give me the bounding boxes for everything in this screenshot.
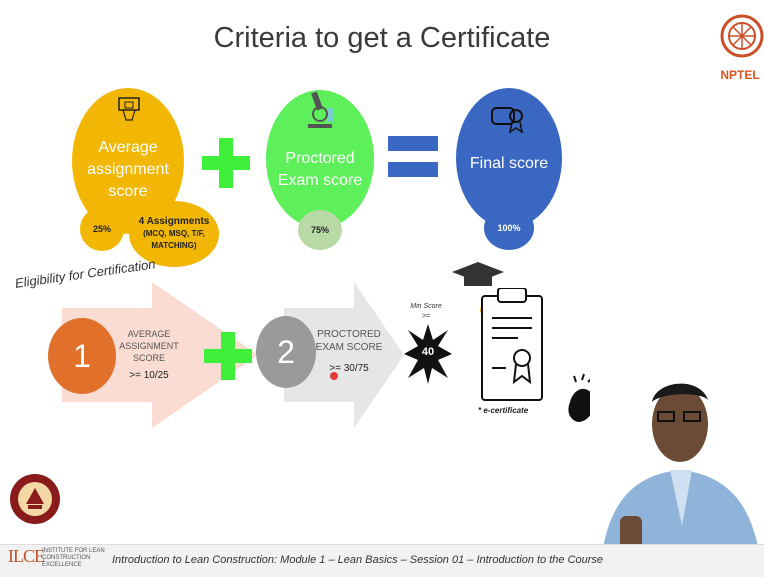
step2-text: PROCTORED EXAM SCORE >= 30/75 — [312, 328, 386, 375]
assignment-label-3: score — [108, 183, 148, 200]
pointer-dot — [330, 372, 338, 380]
step1-number-circle: 1 — [48, 318, 116, 394]
iit-madras-seal-icon — [10, 474, 60, 524]
min-score-text: Min Score — [410, 303, 442, 310]
step2-line2: EXAM SCORE — [315, 342, 383, 353]
exam-pct: 75% — [310, 225, 329, 235]
assignment-label-1: Average — [98, 139, 158, 156]
plus-icon — [204, 332, 252, 380]
step2-requirement: >= 30/75 — [329, 363, 369, 374]
min-score-value: 40 — [421, 346, 435, 358]
institute-name: INSTITUTE FOR LEAN CONSTRUCTION EXCELLEN… — [42, 548, 105, 568]
microscope-icon — [308, 91, 334, 128]
starburst-icon — [404, 324, 452, 384]
nptel-logo-text: NPTEL — [720, 68, 760, 82]
footer-course-title: Introduction to Lean Construction: Modul… — [112, 554, 604, 566]
step1-line2: ASSIGNMENT — [119, 341, 179, 351]
assignment-detail-1: 4 Assignments — [138, 216, 210, 227]
assignment-detail-bubble: 4 Assignments (MCQ, MSQ, T/F, MATCHING) — [129, 201, 219, 267]
nptel-logo-icon — [720, 14, 764, 58]
exam-circle: Proctored Exam score — [266, 90, 374, 228]
step2-arrow — [284, 282, 404, 428]
ecertificate-label: * e-certificate — [478, 406, 529, 415]
certificate-icon — [491, 107, 524, 134]
final-label: Final score — [469, 155, 549, 172]
assignment-label-2: assignment — [87, 161, 169, 178]
final-pct-bubble: 100% — [484, 206, 534, 250]
final-pct: 100% — [497, 223, 521, 233]
assignment-pct-bubble: 25% — [80, 207, 124, 251]
exam-label-2: Exam score — [277, 172, 363, 189]
footer-bar — [0, 544, 764, 577]
assignment-detail-2: (MCQ, MSQ, T/F, — [143, 229, 205, 238]
step2-line1: PROCTORED — [317, 329, 381, 340]
step1-requirement: >= 10/25 — [129, 370, 169, 381]
basketball-hoop-icon — [118, 97, 140, 121]
min-score-label: Min Score >= — [408, 302, 444, 322]
step1-arrow — [62, 282, 258, 428]
assignment-pct: 25% — [92, 224, 111, 234]
assignment-detail-3: MATCHING) — [151, 241, 197, 250]
exam-label-1: Proctored — [285, 150, 355, 167]
step2-number-circle: 2 — [256, 316, 316, 388]
plus-icon — [202, 138, 250, 188]
step1-number: 1 — [73, 337, 91, 374]
final-circle: Final score — [456, 88, 562, 228]
min-score-op: >= — [421, 313, 431, 320]
exam-pct-bubble: 75% — [298, 210, 342, 250]
ilce-logo: ILCE — [8, 546, 45, 566]
equals-icon — [388, 136, 438, 177]
step2-number: 2 — [277, 333, 295, 370]
step1-line1: AVERAGE — [127, 329, 171, 339]
step1-text: AVERAGE ASSIGNMENT SCORE >= 10/25 — [104, 328, 194, 382]
clipboard-certificate-icon — [481, 288, 543, 401]
slide-title: Criteria to get a Certificate — [213, 22, 551, 54]
step1-line3: SCORE — [132, 353, 165, 363]
